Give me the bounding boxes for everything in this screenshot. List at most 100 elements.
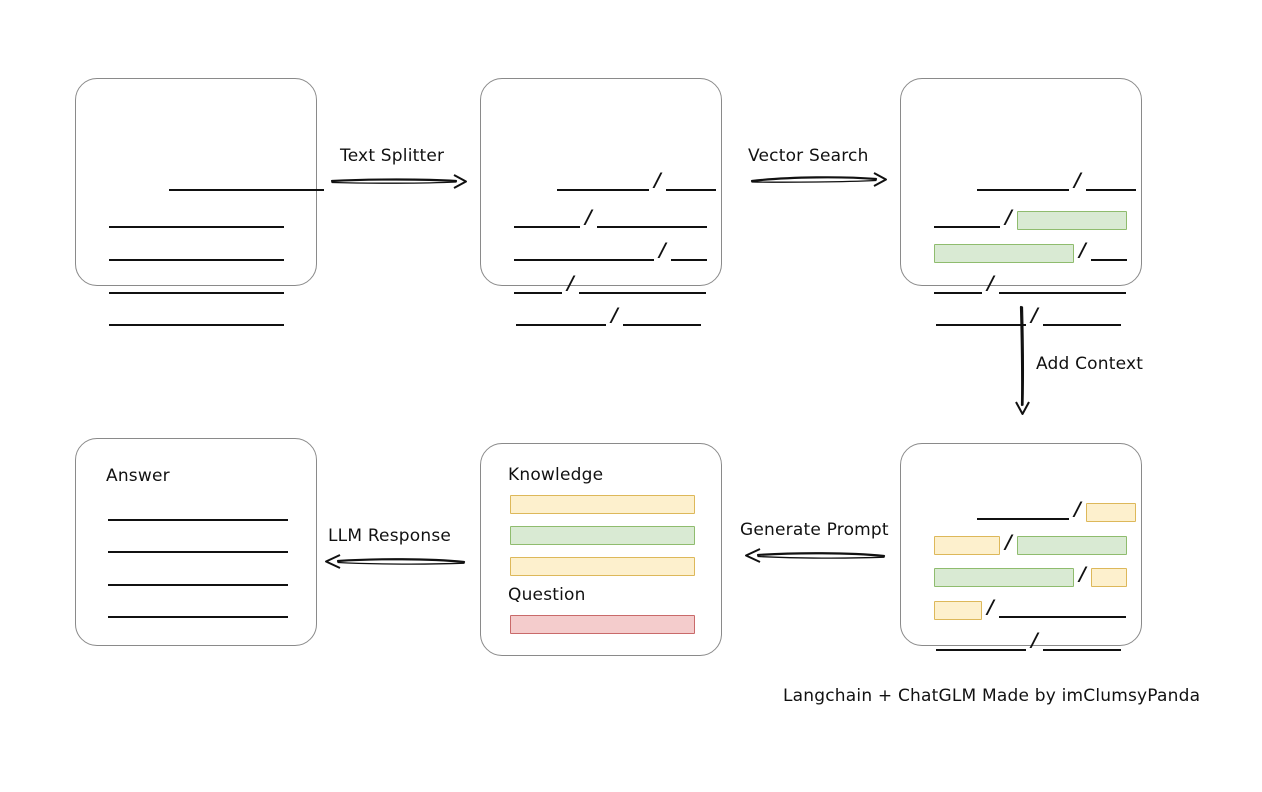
row-indent: [934, 643, 936, 644]
text-line-segment: [169, 189, 324, 191]
prompt-question-label: Question: [508, 585, 586, 605]
highlighted-chunk-yellow: [934, 536, 1000, 555]
text-line-segment: [665, 189, 716, 191]
document-row: [109, 243, 284, 263]
document-row: /: [934, 596, 1126, 620]
document-row: /: [514, 206, 707, 230]
arrow-text-splitter: [330, 174, 467, 189]
text-line-segment: [1085, 189, 1136, 191]
document-row: /: [514, 304, 701, 328]
node-answer[interactable]: Answer: [75, 438, 317, 646]
document-row: /: [514, 239, 707, 263]
document-row: [109, 210, 284, 230]
document-row: /: [514, 272, 706, 296]
text-line-segment: [1042, 324, 1121, 326]
row-indent: [934, 512, 977, 513]
document-row: /: [934, 531, 1127, 555]
text-line-segment: [934, 226, 1000, 228]
chunk-separator-slash: /: [659, 239, 666, 261]
edge-label-add-context: Add Context: [1036, 354, 1144, 374]
node-source-document[interactable]: [75, 78, 324, 326]
chunk-separator-slash: /: [1079, 239, 1086, 261]
text-line-segment: [514, 259, 654, 261]
text-line-segment: [670, 259, 707, 261]
prompt-knowledge-label: Knowledge: [508, 465, 604, 485]
document-row: /: [934, 206, 1127, 230]
text-line-segment: [109, 292, 284, 294]
document-row: /: [934, 169, 1136, 193]
chunk-separator-slash: /: [1005, 531, 1012, 553]
row-indent: [934, 318, 936, 319]
text-line-segment: [622, 324, 701, 326]
arrow-generate-prompt: [745, 548, 886, 563]
row-indent: [934, 183, 977, 184]
text-line-segment: [998, 616, 1126, 618]
chunk-separator-slash: /: [654, 169, 661, 191]
chunk-separator-slash: /: [1074, 498, 1081, 520]
document-row: /: [934, 629, 1121, 653]
text-line-segment: [557, 189, 649, 191]
text-line-segment: [514, 292, 562, 294]
edge-label-vector-search: Vector Search: [748, 146, 869, 166]
chunk-separator-slash: /: [1031, 629, 1038, 651]
edge-label-text-splitter: Text Splitter: [340, 146, 445, 166]
highlighted-chunk-green: [934, 568, 1074, 587]
document-row: /: [934, 498, 1136, 522]
row-indent: [514, 183, 557, 184]
answer-text-line: [108, 551, 288, 553]
arrow-llm-response: [325, 554, 466, 569]
text-line-segment: [109, 226, 284, 228]
text-line-segment: [936, 324, 1026, 326]
prompt-question-bar: [510, 615, 695, 634]
document-row: [109, 173, 324, 193]
chunk-separator-slash: /: [1031, 304, 1038, 326]
text-line-segment: [1090, 259, 1127, 261]
node-prompt[interactable]: Knowledge Question: [480, 443, 722, 656]
chunk-separator-slash: /: [585, 206, 592, 228]
text-line-segment: [936, 649, 1026, 651]
prompt-knowledge-bar: [510, 495, 695, 514]
text-line-segment: [977, 518, 1069, 520]
highlighted-chunk-yellow: [934, 601, 982, 620]
diagram-caption: Langchain + ChatGLM Made by imClumsyPand…: [783, 686, 1201, 706]
text-line-segment: [578, 292, 706, 294]
text-line-segment: [596, 226, 707, 228]
answer-label: Answer: [106, 466, 170, 486]
answer-text-line: [108, 519, 288, 521]
arrow-add-context: [1015, 305, 1030, 415]
node-split-chunks[interactable]: / / / / /: [480, 78, 722, 326]
text-line-segment: [998, 292, 1126, 294]
chunk-separator-slash: /: [987, 272, 994, 294]
document-row: [109, 276, 284, 296]
node-context-chunks[interactable]: / / / / /: [900, 443, 1142, 651]
text-line-segment: [977, 189, 1069, 191]
node-retrieved-chunks[interactable]: / / / / /: [900, 78, 1142, 326]
row-indent: [109, 183, 169, 184]
text-line-segment: [934, 292, 982, 294]
answer-text-line: [108, 616, 288, 618]
highlighted-chunk-yellow: [1085, 503, 1136, 522]
answer-text-line: [108, 584, 288, 586]
document-row: /: [934, 563, 1127, 587]
text-line-segment: [514, 226, 580, 228]
chunk-separator-slash: /: [1074, 169, 1081, 191]
edge-label-llm-response: LLM Response: [328, 526, 452, 546]
chunk-separator-slash: /: [567, 272, 574, 294]
document-row: /: [934, 272, 1126, 296]
chunk-separator-slash: /: [987, 596, 994, 618]
document-row: /: [514, 169, 716, 193]
document-row: /: [934, 304, 1121, 328]
text-line-segment: [1042, 649, 1121, 651]
chunk-separator-slash: /: [1079, 563, 1086, 585]
text-line-segment: [109, 259, 284, 261]
chunk-separator-slash: /: [1005, 206, 1012, 228]
prompt-knowledge-bar: [510, 557, 695, 576]
highlighted-chunk-green: [1016, 211, 1127, 230]
document-row: /: [934, 239, 1127, 263]
highlighted-chunk-green: [1016, 536, 1127, 555]
chunk-separator-slash: /: [611, 304, 618, 326]
prompt-knowledge-bar: [510, 526, 695, 545]
row-indent: [514, 318, 516, 319]
highlighted-chunk-green: [934, 244, 1074, 263]
